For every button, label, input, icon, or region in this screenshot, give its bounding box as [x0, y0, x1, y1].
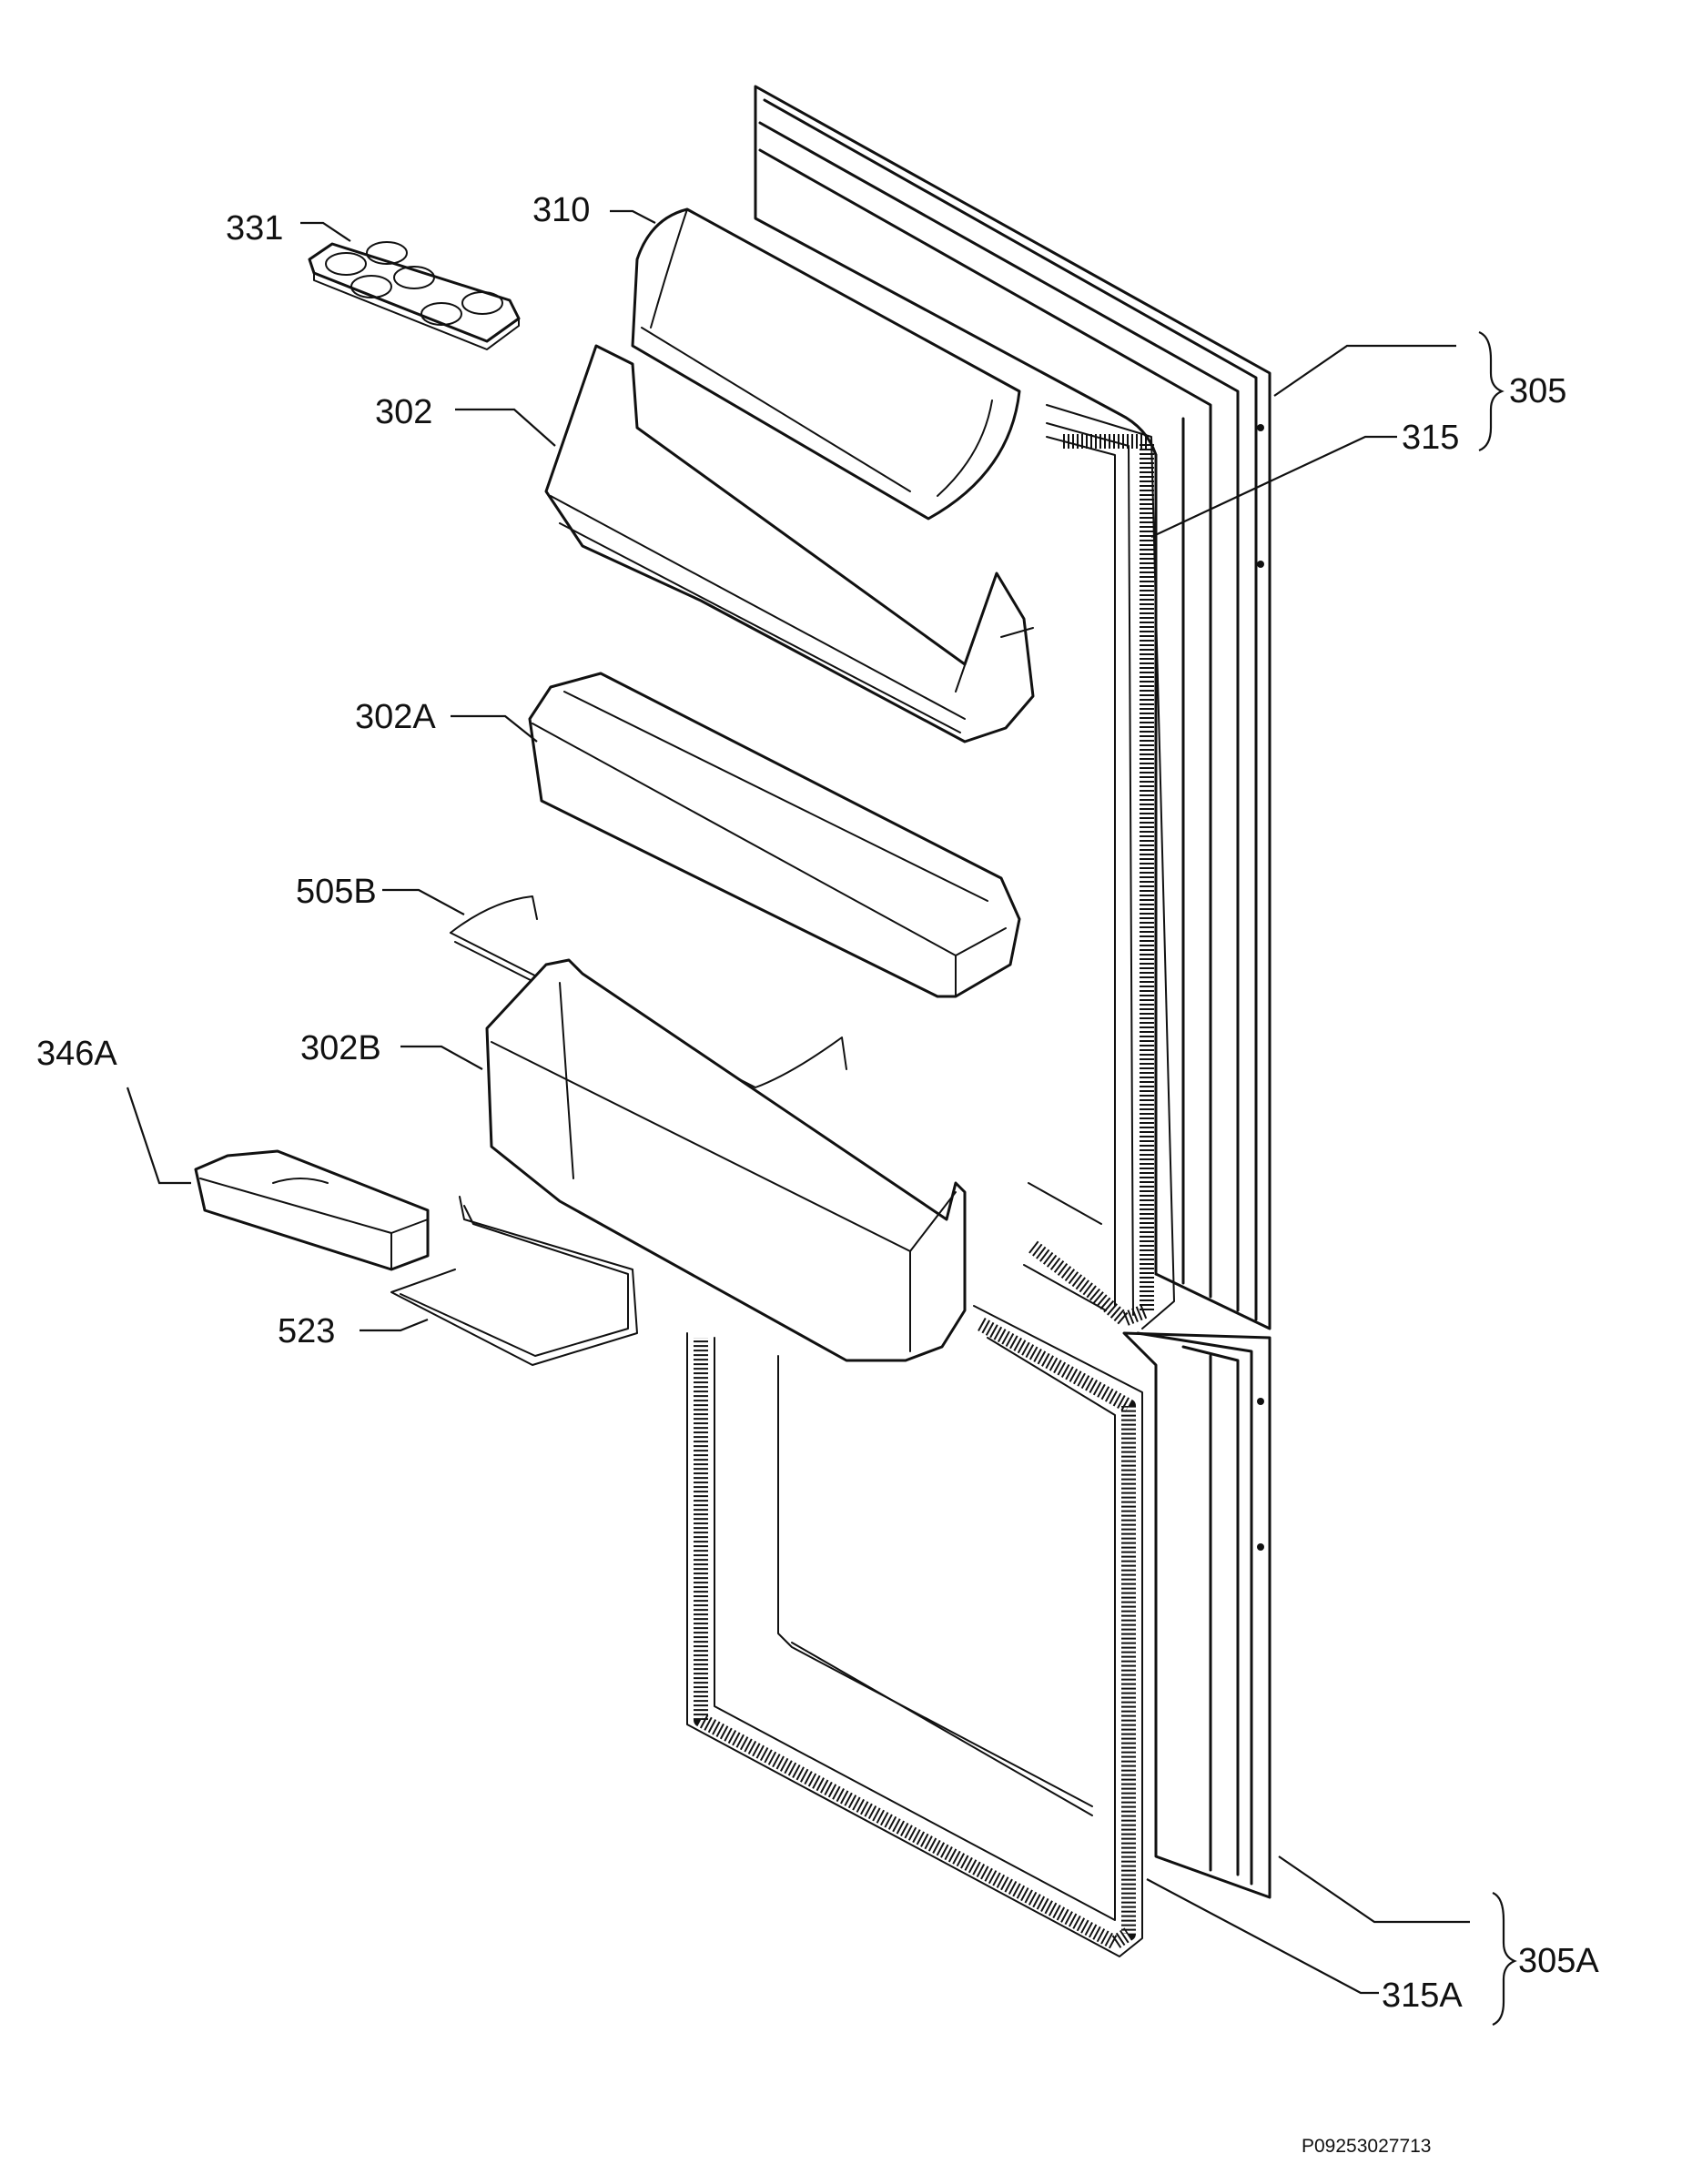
label-346a: 346A	[36, 1035, 117, 1073]
label-331: 331	[226, 209, 283, 248]
label-305a: 305A	[1518, 1942, 1599, 1980]
label-315: 315	[1402, 419, 1459, 457]
label-305: 305	[1509, 372, 1566, 410]
shelf-lid-part	[631, 207, 1021, 521]
label-302b: 302B	[300, 1029, 381, 1067]
label-523: 523	[278, 1312, 335, 1350]
upper-door-gasket	[1023, 404, 1175, 1330]
label-310: 310	[532, 191, 590, 229]
part-labels: 331 310 302 302A 505B 302B 346A 523 305 …	[36, 191, 1599, 2157]
middle-door-bin-part	[528, 672, 1021, 998]
lower-door-bin-part	[485, 958, 967, 1362]
label-302: 302	[375, 393, 432, 431]
label-302a: 302A	[355, 698, 436, 736]
wire-rail-part	[390, 1196, 638, 1366]
butter-dish-part	[194, 1149, 430, 1271]
leader-lines	[126, 209, 1470, 1995]
lower-door-panel	[1122, 1331, 1272, 1899]
drawing-code: P09253027713	[1302, 2136, 1431, 2157]
egg-tray-part	[308, 241, 521, 350]
label-315a: 315A	[1382, 1977, 1463, 2015]
label-505b: 505B	[296, 873, 377, 911]
upper-door-bin-part	[544, 344, 1035, 743]
lower-door-gasket	[686, 1305, 1143, 1957]
group-braces	[1478, 330, 1517, 2027]
